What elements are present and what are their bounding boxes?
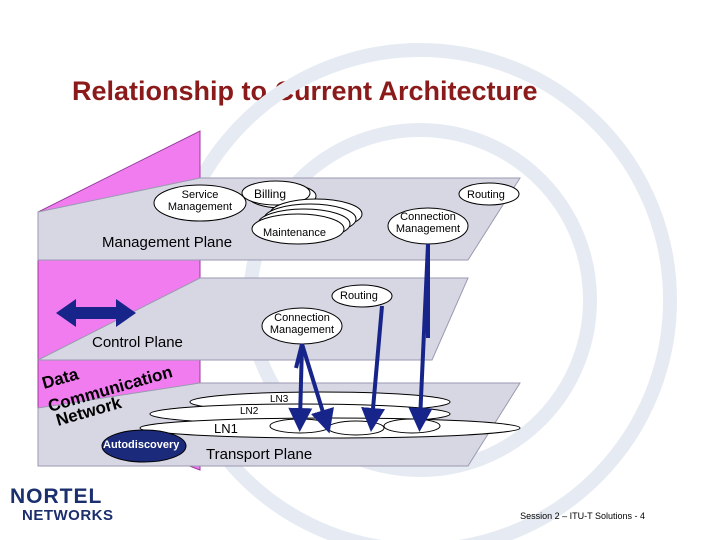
maintenance-node — [251, 213, 345, 245]
routing-mid-node — [331, 284, 393, 308]
nortel-networks-logo: NORTEL NETWORKS — [10, 485, 114, 524]
connection-management-mid-label: Connection Management — [269, 312, 335, 336]
footer-session-label: Session 2 – ITU-T Solutions - 4 — [520, 511, 645, 521]
maintenance-label: Maintenance — [263, 227, 326, 239]
control-plane-label: Control Plane — [92, 334, 183, 351]
management-plane-label: Management Plane — [102, 234, 233, 251]
routing-top-node — [458, 182, 520, 206]
transport-plane-label: Transport Plane — [206, 446, 313, 463]
service-management-label: Service Management — [167, 189, 233, 213]
billing-node — [241, 180, 311, 206]
sub-ring-2 — [327, 420, 385, 436]
sub-ring-1 — [269, 418, 331, 434]
service-management-node — [153, 184, 247, 222]
connection-management-top-label: Connection Management — [395, 211, 461, 235]
ln3-label: LN3 — [270, 394, 289, 405]
control-arrows — [288, 243, 433, 434]
ln1-label: LN1 — [214, 421, 238, 436]
ln2-label: LN2 — [240, 406, 259, 417]
routing-top-label: Routing — [467, 189, 505, 201]
bidirectional-arrow — [56, 299, 136, 327]
billing-label: Billing — [254, 187, 287, 201]
sub-ring-3 — [383, 418, 441, 434]
autodiscovery-node — [101, 429, 187, 463]
routing-mid-label: Routing — [340, 290, 378, 302]
autodiscovery-label: Autodiscovery — [103, 439, 180, 451]
